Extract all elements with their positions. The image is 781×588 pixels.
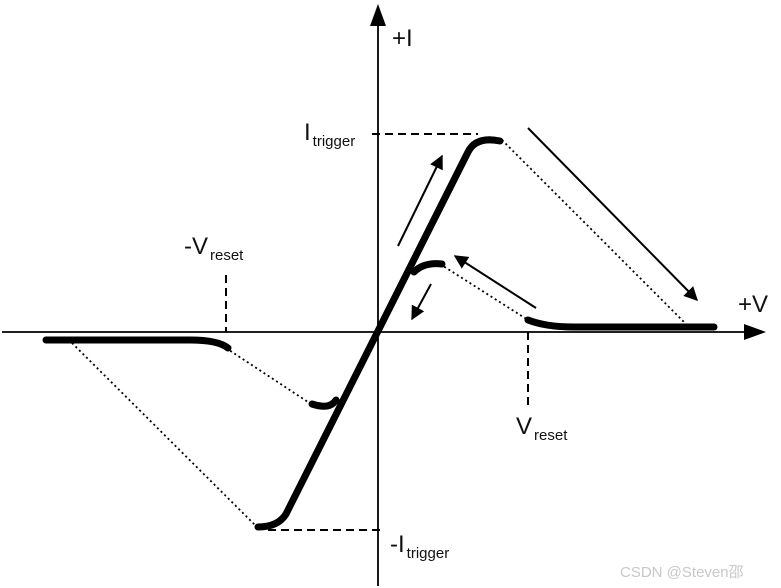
v-reset-main: V	[516, 413, 532, 440]
i-trigger-sub: trigger	[313, 133, 356, 150]
x-axis-label: +V	[738, 291, 768, 318]
y-axis-arrowhead	[370, 4, 386, 26]
dotted-paths	[71, 139, 691, 529]
reference-lines	[225, 133, 529, 531]
arrow-down-along-curve	[411, 283, 432, 321]
positive-holding-branch	[524, 316, 718, 331]
v-reset-sub: reset	[534, 427, 568, 444]
y-axis-label: +I	[392, 25, 413, 52]
direction-arrows	[397, 127, 698, 321]
arrow-back-to-inner	[453, 255, 537, 309]
axes	[2, 4, 766, 586]
i-trigger-main: I	[304, 119, 311, 146]
dotted-inner-to-vreset	[439, 263, 529, 321]
watermark: CSDN @Steven邵	[620, 564, 744, 581]
iv-curves	[42, 136, 718, 531]
main-iv-curve	[254, 136, 504, 531]
negative-inner-hook	[308, 396, 340, 410]
x-axis-arrowhead	[744, 324, 766, 340]
negative-holding-branch	[42, 336, 232, 352]
neg-i-trigger-main: -I	[390, 531, 405, 558]
neg-v-reset-sub: reset	[210, 247, 244, 264]
arrow-up-along-curve	[397, 154, 443, 247]
dotted-trigger-to-vreset	[501, 139, 691, 329]
positive-inner-hook	[410, 260, 446, 276]
neg-v-reset-main: -V	[184, 233, 208, 260]
arrow-down-from-trigger	[527, 127, 698, 301]
dotted-neg-inner	[225, 347, 315, 407]
dotted-neg-outer	[71, 342, 259, 529]
neg-i-trigger-sub: trigger	[407, 545, 450, 562]
